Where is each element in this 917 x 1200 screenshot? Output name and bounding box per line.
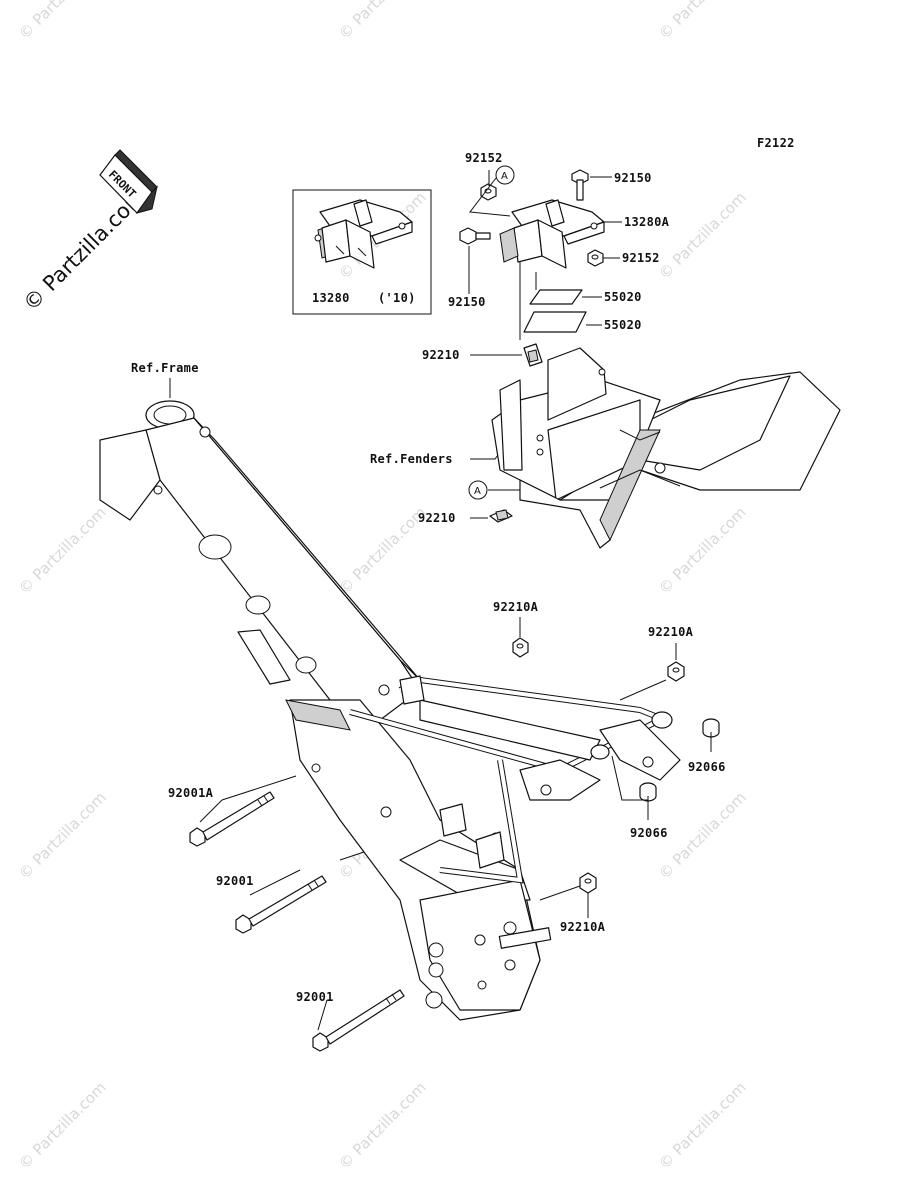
inset-part-label: 13280	[312, 291, 350, 305]
watermark: © Partzilla.com	[335, 503, 430, 598]
label-92066-a: 92066	[688, 760, 726, 774]
label-92210A-c: 92210A	[560, 920, 606, 934]
bolt-92001-a	[235, 875, 327, 934]
cap-92066-b	[639, 782, 657, 802]
collar-92210A-b	[667, 661, 685, 682]
svg-text:A: A	[474, 486, 481, 497]
inset-box: 13280 ('10)	[292, 189, 432, 315]
bolt-92001-b	[312, 989, 405, 1052]
watermark: © Partzilla.com	[655, 1078, 750, 1173]
watermark: © Partzilla.com	[15, 1078, 110, 1173]
label-92210-a: 92210	[422, 348, 460, 362]
watermark: © Partzilla.com	[655, 788, 750, 883]
clip-92210-b	[489, 509, 513, 523]
watermark: © Partzilla.com	[15, 788, 110, 883]
watermark: © Partzilla.com	[655, 0, 750, 43]
label-92210A-a: 92210A	[493, 600, 539, 614]
figure-code: F2122	[757, 136, 795, 150]
label-92150-top: 92150	[614, 171, 652, 185]
watermark: © Partzilla.com	[335, 1078, 430, 1173]
clip-92210-a	[523, 343, 543, 367]
collar-92210A-a	[512, 637, 529, 658]
main-frame	[99, 400, 552, 1021]
label-ref-frame: Ref.Frame	[131, 361, 199, 375]
pad-55020-a	[529, 289, 583, 305]
nut-92152-top	[480, 183, 497, 201]
nut-92152-mid	[587, 249, 604, 267]
front-arrow-icon: FRONT	[99, 149, 158, 214]
battery-case-fenders	[491, 347, 841, 549]
label-92066-b: 92066	[630, 826, 668, 840]
label-92210A-b: 92210A	[648, 625, 694, 639]
label-92210-b: 92210	[418, 511, 456, 525]
bolt-92150-left	[459, 227, 491, 245]
watermark: © Partzilla.com	[655, 188, 750, 283]
bolt-92001A	[189, 791, 275, 847]
label-13280A: 13280A	[624, 215, 670, 229]
inset-note-label: ('10)	[378, 291, 416, 305]
pad-55020-b	[523, 311, 587, 333]
label-55020-b: 55020	[604, 318, 642, 332]
rear-subframe	[349, 675, 681, 884]
label-92001A: 92001A	[168, 786, 214, 800]
watermark: © Partzilla.com	[655, 503, 750, 598]
label-92001-b: 92001	[296, 990, 334, 1004]
watermark: © Partzilla.com	[335, 0, 430, 43]
label-92152-top: 92152	[465, 151, 503, 165]
callout-a-bottom: A	[468, 480, 488, 500]
watermark: © Partzilla.com	[15, 503, 110, 598]
bolt-92150-top	[571, 169, 589, 201]
leader-lines	[169, 170, 712, 1031]
battery-bracket-13280A	[499, 199, 605, 269]
callout-a-top: A	[495, 165, 515, 185]
part-labels: 92152 92150 13280A 92152 92150 55020 550…	[131, 151, 726, 1004]
label-92001-a: 92001	[216, 874, 254, 888]
collar-92210A-c	[579, 872, 597, 894]
label-55020-a: 55020	[604, 290, 642, 304]
label-92150-left: 92150	[448, 295, 486, 309]
bracket-13280-drawing	[314, 199, 413, 269]
label-92152-mid: 92152	[622, 251, 660, 265]
watermark: © Partzilla.com	[15, 0, 110, 43]
svg-text:A: A	[501, 171, 508, 182]
label-ref-fenders: Ref.Fenders	[370, 452, 453, 466]
